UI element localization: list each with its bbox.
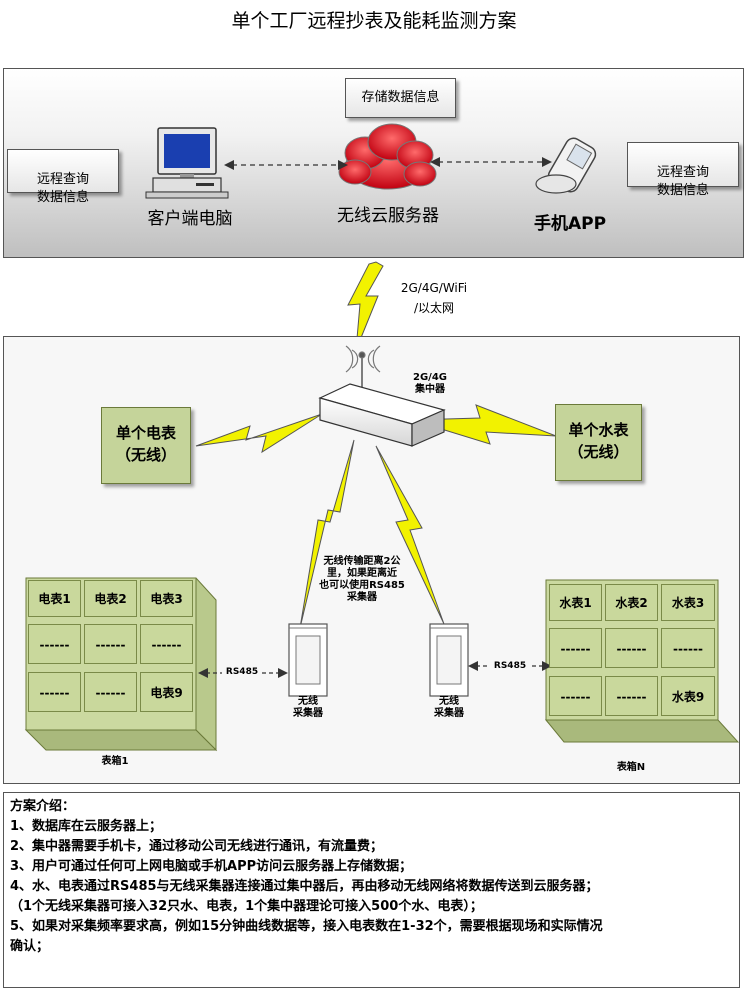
arrow-head-right-icon xyxy=(542,157,552,167)
collector-left-line-1: 无线 xyxy=(298,696,318,707)
wireless-link-electric-icon xyxy=(195,413,323,454)
concentrator-label-line-1: 2G/4G xyxy=(413,372,447,383)
network-label-line-1: 2G/4G/WiFi xyxy=(400,281,468,295)
arrow-head-right-icon xyxy=(278,668,288,678)
intro-line: 1、数据库在云服务器上； xyxy=(10,819,163,834)
single-electric-label-1: 单个电表 xyxy=(115,424,176,442)
arrow-head-right-icon xyxy=(542,661,552,671)
electric-meter-cell: ------ xyxy=(140,624,193,664)
electric-meter-cell: ------ xyxy=(84,672,137,712)
intro-line: 4、水、电表通过RS485与无线采集器连接通过集中器后，再由移动无线网络将数据传… xyxy=(10,879,599,894)
water-meter-cell: ------ xyxy=(605,628,658,668)
cloud-server-label: 无线云服务器 xyxy=(337,206,439,226)
intro-line: 确认； xyxy=(10,939,50,954)
electric-meter-cell: 电表9 xyxy=(140,672,193,712)
concentrator-label-line-2: 集中器 xyxy=(415,384,445,395)
left-query-label: 远程查询 数据信息 xyxy=(36,172,89,205)
water-meter-cell: ------ xyxy=(549,676,602,716)
water-meter-cell: ------ xyxy=(661,628,715,668)
arrow-head-left-icon xyxy=(468,661,478,671)
water-meter-cell: 水表2 xyxy=(605,584,658,621)
intro-line: 5、如果对采集频率要求高，例如15分钟曲线数据等，接入电表数在1-32个，需要根… xyxy=(10,919,603,934)
collector-right-icon xyxy=(429,623,469,697)
rs485-right-label: RS485 xyxy=(490,660,530,672)
water-meter-cell: ------ xyxy=(549,628,602,668)
network-label-line-2: /以太网 xyxy=(413,301,455,315)
storage-label: 存储数据信息 xyxy=(361,90,440,105)
collector-right-line-2: 采集器 xyxy=(434,708,464,719)
intro-line: 3、用户可通过任何可上网电脑或手机APP访问云服务器上存储数据； xyxy=(10,859,413,874)
water-meter-cell: 水表1 xyxy=(549,584,602,621)
electric-cabinet-label: 表箱1 xyxy=(101,756,129,767)
single-water-meter-box: 单个水表 （无线） xyxy=(555,404,642,481)
phone-app-label: 手机APP xyxy=(533,214,607,234)
water-meter-cell: 水表3 xyxy=(661,584,715,621)
client-pc-label: 客户端电脑 xyxy=(147,209,233,229)
collector-right-label: 无线 采集器 xyxy=(423,696,475,720)
arrow-head-left-icon xyxy=(224,160,234,170)
solution-intro: 方案介绍： 1、数据库在云服务器上； 2、集中器需要手机卡，通过移动公司无线进行… xyxy=(3,792,740,988)
intro-line: 2、集中器需要手机卡，通过移动公司无线进行通讯，有流量费； xyxy=(10,839,384,854)
electric-meter-cell: ------ xyxy=(28,672,81,712)
rs485-left-label: RS485 xyxy=(222,666,262,678)
single-water-label-2: （无线） xyxy=(568,443,629,461)
right-query-label: 远程查询 数据信息 xyxy=(656,165,709,198)
single-electric-label-2: （无线） xyxy=(115,446,176,464)
collector-left-line-2: 采集器 xyxy=(293,708,323,719)
cloud-server-icon xyxy=(338,123,437,190)
arrow-head-left-icon xyxy=(198,668,208,678)
electric-meter-cell: 电表1 xyxy=(28,580,81,617)
electric-meter-cell: ------ xyxy=(28,624,81,664)
computer-icon xyxy=(145,127,229,199)
wireless-distance-note: 无线传输距离2公 里，如果距离近 也可以使用RS485 采集器 xyxy=(310,556,414,604)
right-query-box: 远程查询 数据信息 xyxy=(627,142,739,198)
water-meter-cell: 水表9 xyxy=(661,676,715,716)
wireless-note-line-4: 采集器 xyxy=(347,592,377,603)
water-cabinet-label: 表箱N xyxy=(616,762,646,773)
concentrator-device-icon xyxy=(318,383,446,447)
mobile-phone-icon xyxy=(535,137,597,194)
intro-heading: 方案介绍： xyxy=(10,799,76,814)
electric-meter-cell: 电表3 xyxy=(140,580,193,617)
intro-line: （1个无线采集器可接入32只水、电表，1个集中器理论可接入500个水、电表）； xyxy=(10,899,483,914)
left-query-box: 远程查询 数据信息 xyxy=(7,149,119,205)
collector-right-line-1: 无线 xyxy=(439,696,459,707)
single-water-label-1: 单个水表 xyxy=(568,421,629,439)
network-type-label: 2G/4G/WiFi /以太网 xyxy=(394,278,474,318)
page-title: 单个工厂远程抄表及能耗监测方案 xyxy=(231,10,517,32)
wireless-note-line-3: 也可以使用RS485 xyxy=(319,580,405,591)
arrow-head-right-icon xyxy=(338,160,348,170)
wireless-note-line-2: 里，如果距离近 xyxy=(327,568,397,579)
electric-meter-cell: 电表2 xyxy=(84,580,137,617)
wireless-note-line-1: 无线传输距离2公 xyxy=(323,556,401,567)
collector-left-label: 无线 采集器 xyxy=(282,696,334,720)
electric-meter-cell: ------ xyxy=(84,624,137,664)
single-electric-meter-box: 单个电表 （无线） xyxy=(101,407,191,484)
storage-label-box: 存储数据信息 xyxy=(345,78,456,118)
water-meter-cell: ------ xyxy=(605,676,658,716)
concentrator-label: 2G/4G 集中器 xyxy=(400,372,460,396)
collector-left-icon xyxy=(288,623,328,697)
arrow-head-left-icon xyxy=(430,157,440,167)
